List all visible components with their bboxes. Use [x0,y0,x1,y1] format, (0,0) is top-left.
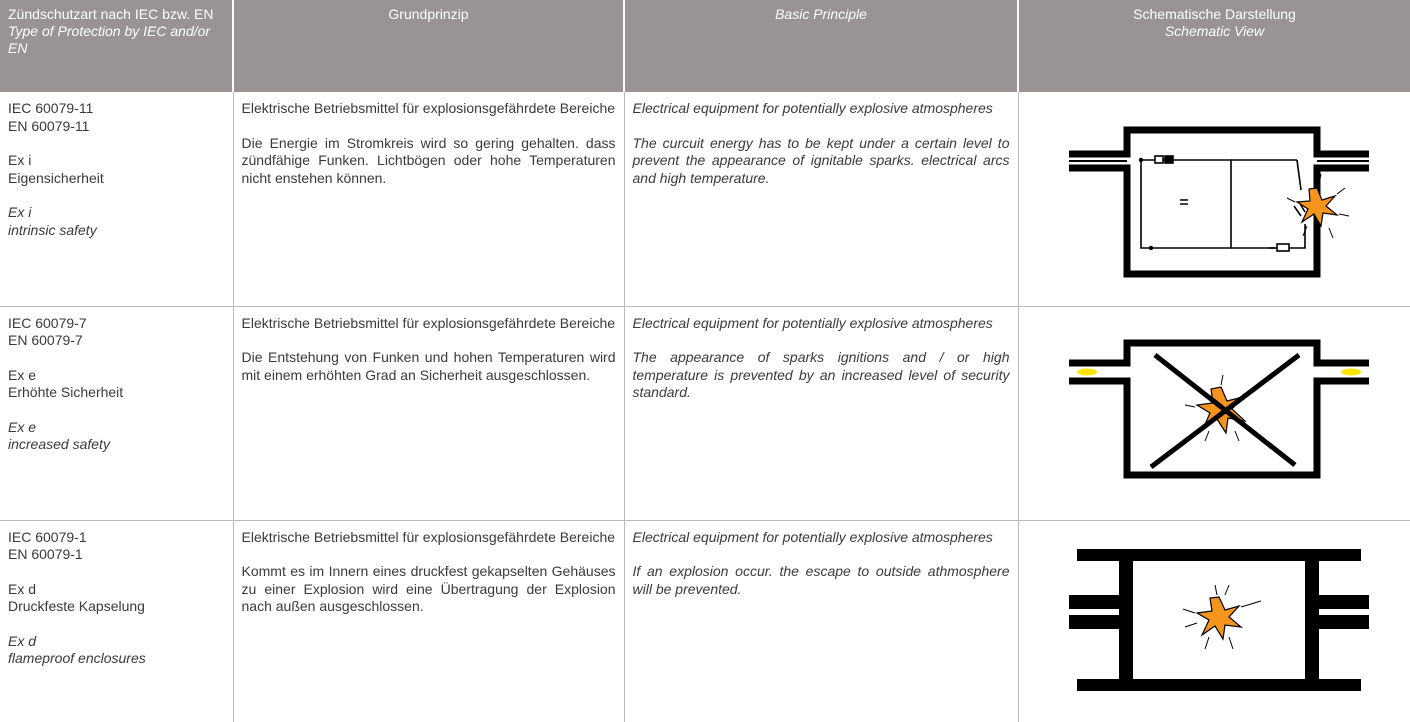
schematic-cell [1017,92,1410,307]
standard-en: EN 60079-11 [8,117,90,134]
principle-de-title: Elektrische Betriebsmittel für explosion… [241,528,616,545]
standard-iec: IEC 60079-11 [8,100,94,116]
header-protection-type-de: Zündschutzart nach IEC bzw. EN [8,6,214,22]
intrinsic-safety-schematic-icon [1068,126,1369,278]
name-en: increased safety [8,436,110,452]
principle-en-title: Electrical equipment for potentially exp… [632,528,993,545]
table-row: IEC 60079-7 EN 60079-7 Ex e Erhöhte Sich… [0,306,1410,521]
protection-type-cell: IEC 60079-11 EN 60079-11 Ex i Eigensiche… [0,92,233,307]
name-de: Druckfeste Kapselung [8,598,145,614]
header-basic-principle-label: Basic Principle [775,6,867,22]
principle-en-cell: Electrical equipment for potentially exp… [623,520,1018,722]
table-header-row: Zündschutzart nach IEC bzw. EN Type of P… [0,0,1410,92]
header-protection-type: Zündschutzart nach IEC bzw. EN Type of P… [0,0,233,92]
principle-en-title: Electrical equipment for potentially exp… [632,314,993,331]
header-schematic-en: Schematic View [1164,23,1265,39]
header-grundprinzip-label: Grundprinzip [388,6,469,22]
header-schematic-de: Schematische Darstellung [1133,6,1296,22]
increased-safety-schematic-icon [1068,339,1369,478]
principle-de-title: Elektrische Betriebsmittel für explosion… [241,100,616,116]
code-en: Ex i [8,204,32,220]
flameproof-enclosure-schematic-icon [1068,548,1369,691]
header-basic-principle: Basic Principle [623,0,1018,92]
principle-de-text: Die Entstehung von Funken und hohen Tem­… [241,349,616,383]
principle-de-cell: Elektrische Betriebsmittel für explosion… [232,92,624,307]
header-protection-type-en: Type of Protection by IEC and/or EN [8,23,211,56]
protection-type-cell: IEC 60079-1 EN 60079-1 Ex d Druckfeste K… [0,520,233,722]
name-de: Erhöhte Sicherheit [8,384,124,400]
header-grundprinzip: Grundprinzip [232,0,624,92]
schematic-cell [1017,520,1410,722]
principle-de-cell: Elektrische Betriebsmittel für explosion… [232,520,624,722]
principle-de-text: Kommt es im Innern eines druckfest gekap… [241,563,616,614]
name-en: flameproof enclosures [8,650,146,666]
name-en: intrinsic safety [8,221,97,238]
principle-en-title: Electrical equipment for potentially exp… [632,100,993,116]
code-en: Ex d [8,632,37,649]
principle-de-cell: Elektrische Betriebsmittel für explosion… [232,306,624,521]
principle-de-text: Die Energie im Stromkreis wird so gering… [241,134,616,186]
principle-en-cell: Electrical equipment for potentially exp… [623,92,1018,307]
code-en: Ex e [8,418,37,435]
principle-en-text: If an explosion occur. the escape to out… [632,563,1010,597]
standard-en: EN 60079-7 [8,332,83,348]
standard-iec: IEC 60079-7 [8,314,87,331]
name-de: Eigensicherheit [8,169,104,186]
code-de: Ex i [8,152,32,168]
code-de: Ex d [8,580,37,597]
schematic-cell [1017,306,1410,521]
protection-type-cell: IEC 60079-7 EN 60079-7 Ex e Erhöhte Sich… [0,306,233,521]
principle-en-text: The appearance of sparks ignitions and /… [632,349,1010,400]
principle-en-cell: Electrical equipment for potentially exp… [623,306,1018,521]
principle-en-text: The curcuit energy has to be kept under … [632,134,1010,186]
table-row: IEC 60079-1 EN 60079-1 Ex d Druckfeste K… [0,520,1410,722]
header-schematic-view: Schematische Darstellung Schematic View [1017,0,1410,92]
code-de: Ex e [8,366,37,383]
principle-de-title: Elektrische Betriebsmittel für explosion… [241,314,616,331]
standard-iec: IEC 60079-1 [8,528,87,545]
standard-en: EN 60079-1 [8,546,83,562]
table-row: IEC 60079-11 EN 60079-11 Ex i Eigensiche… [0,92,1410,307]
